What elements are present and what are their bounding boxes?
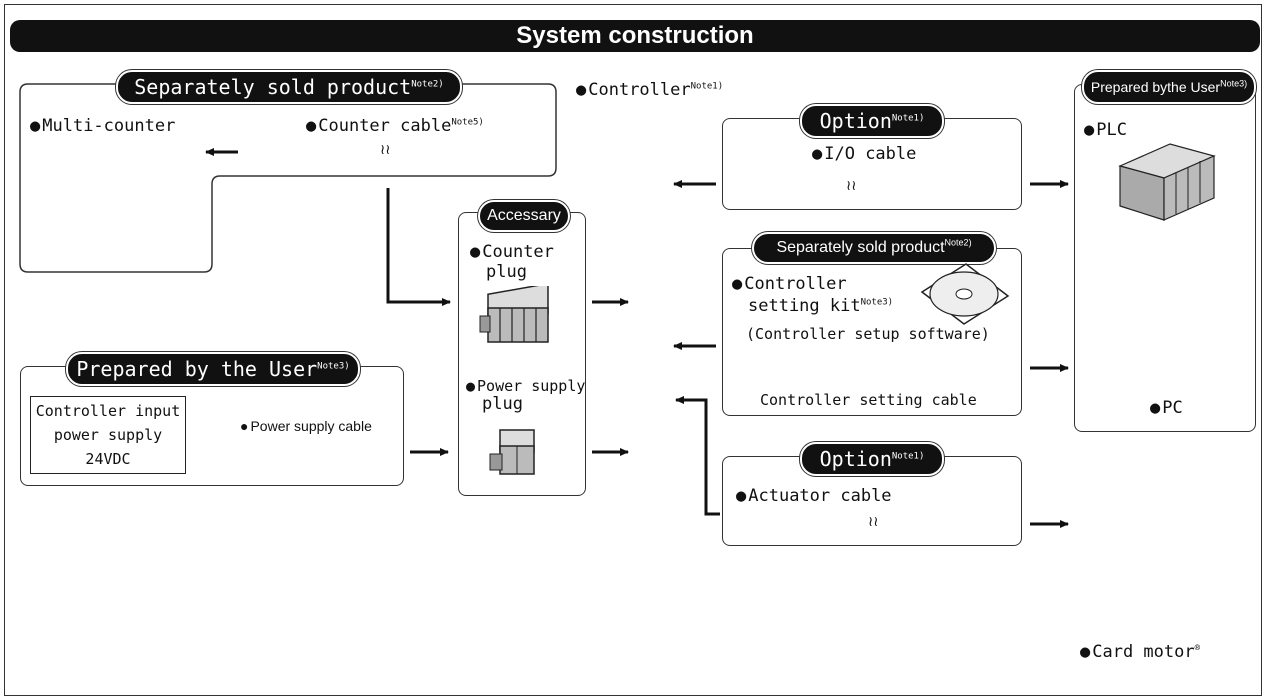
psu-line-2: power supply xyxy=(53,426,163,444)
setup-software-label: (Controller setup software) xyxy=(746,325,990,343)
counter-plug-icon xyxy=(479,286,549,343)
controller-setting-cable-label: Controller setting cable xyxy=(760,391,977,409)
io-cable-label: I/O cable xyxy=(812,144,916,164)
top-left-header: Separately sold productNote2) xyxy=(116,70,462,104)
page-title: System construction xyxy=(10,20,1260,52)
plc-icon xyxy=(1118,143,1216,221)
counter-cable-label: Counter cableNote5) xyxy=(306,116,484,136)
multi-counter-label: Multi-counter xyxy=(30,116,175,136)
diagram-frame xyxy=(4,4,1262,696)
cable-break-symbol: ≀≀ xyxy=(380,142,391,158)
user-right-header: Prepared bythe UserNote3) xyxy=(1082,70,1256,104)
pc-label: PC xyxy=(1150,398,1182,418)
user-right-box xyxy=(1074,84,1256,432)
setting-kit-label-1: Controller xyxy=(732,274,846,294)
accessory-header: Accessary xyxy=(478,200,570,232)
power-supply-unit: Controller input power supply 24VDC xyxy=(30,396,186,474)
power-supply-plug-label: Power supply xyxy=(466,376,585,396)
cable-break-symbol: ≀≀ xyxy=(846,178,857,194)
counter-plug-label: Counter xyxy=(470,242,554,262)
power-supply-cable-label: Power supply cable xyxy=(240,416,371,436)
psu-line-1: Controller input xyxy=(35,402,181,420)
power-supply-plug-label-2: plug xyxy=(482,394,523,414)
counter-plug-label-2: plug xyxy=(486,262,527,282)
setting-kit-label-2: setting kitNote3) xyxy=(748,296,894,316)
psu-line-3: 24VDC xyxy=(85,450,131,468)
controller-label: ControllerNote1) xyxy=(576,80,723,100)
option-io-header: OptionNote1) xyxy=(800,104,944,138)
setting-kit-header: Separately sold productNote2) xyxy=(752,232,996,264)
cd-disc-icon xyxy=(920,263,1010,325)
actuator-cable-label: Actuator cable xyxy=(736,486,891,506)
top-left-box-outline xyxy=(19,83,557,273)
user-power-header: Prepared by the UserNote3) xyxy=(66,352,360,386)
plc-label: PLC xyxy=(1084,120,1127,140)
card-motor-label: Card motor® xyxy=(1080,642,1200,662)
power-supply-plug-icon xyxy=(489,429,535,475)
option-actuator-header: OptionNote1) xyxy=(800,442,944,476)
cable-break-symbol: ≀≀ xyxy=(868,514,879,530)
